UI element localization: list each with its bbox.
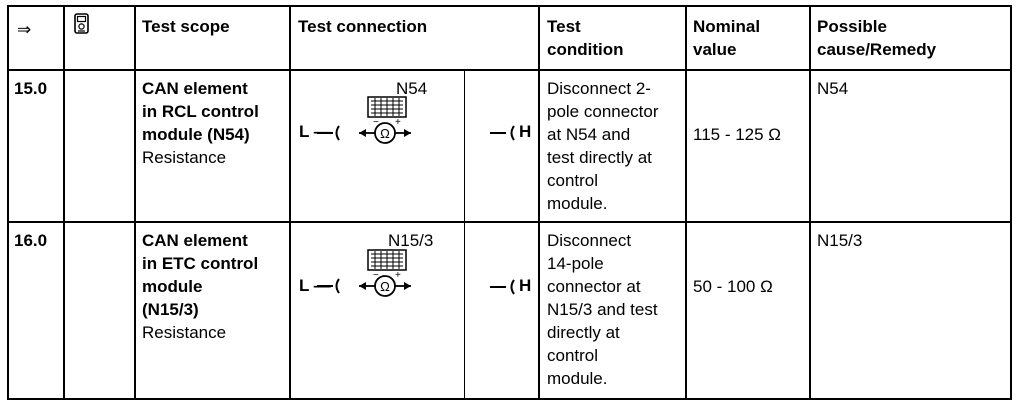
row-scope-line: module — [142, 277, 203, 296]
row-scope-line: (N15/3) — [142, 300, 199, 319]
col-divider — [63, 5, 65, 400]
header-nominal-2: value — [693, 40, 737, 59]
cable-end-icon — [490, 125, 515, 141]
header-arrow: ⇒ — [17, 20, 32, 39]
row-scope-line: CAN element — [142, 79, 248, 98]
terminal-high: H — [519, 276, 532, 295]
svg-text:Ω: Ω — [380, 126, 390, 141]
row-step: 15.0 — [14, 79, 48, 98]
svg-text:Ω: Ω — [380, 279, 390, 294]
condition-line: module. — [547, 194, 608, 213]
connector-label: N54 — [396, 79, 428, 98]
terminal-low: L — — [299, 276, 331, 295]
col-divider — [289, 5, 291, 400]
row-step: 16.0 — [14, 231, 48, 250]
condition-line: directly at — [547, 323, 620, 342]
condition-line: test directly at — [547, 148, 652, 167]
terminal-high: H — [519, 122, 532, 141]
header-test-scope: Test scope — [142, 17, 230, 36]
svg-text:+: + — [395, 270, 401, 281]
header-test-condition-2: condition — [547, 40, 624, 59]
condition-line: N15/3 and test — [547, 300, 658, 319]
row-scope-measure: Resistance — [142, 148, 227, 167]
header-nominal-1: Nominal — [693, 17, 761, 36]
condition-line: 14-pole — [547, 254, 604, 273]
row-scope-line: in ETC control — [142, 254, 259, 273]
svg-text:−: − — [373, 117, 379, 128]
ohmmeter-icon: Ω − + — [317, 96, 411, 144]
col-divider — [685, 5, 687, 400]
condition-line: pole connector — [547, 102, 659, 121]
col-divider — [538, 5, 540, 400]
row-scope-line: in RCL control — [142, 102, 259, 121]
row-scope-measure: Resistance — [142, 323, 227, 342]
meter-icon — [74, 13, 89, 34]
cable-end-icon — [490, 279, 515, 295]
condition-line: at N54 and — [547, 125, 631, 144]
col-divider — [134, 5, 136, 400]
nominal-value: 50 - 100 Ω — [693, 277, 773, 296]
condition-line: control — [547, 171, 599, 190]
remedy-text: N15/3 — [817, 231, 863, 250]
test-table — [7, 5, 1012, 400]
row-scope-line: module (N54) — [142, 125, 250, 144]
row-scope-line: CAN element — [142, 231, 248, 250]
remedy-text: N54 — [817, 79, 849, 98]
header-test-condition-1: Test — [547, 17, 581, 36]
svg-text:−: − — [373, 270, 379, 281]
header-divider — [7, 69, 1012, 71]
header-remedy-1: Possible — [817, 17, 887, 36]
col-divider — [809, 5, 811, 400]
connector-label: N15/3 — [388, 231, 434, 250]
row-divider — [7, 221, 1012, 223]
connection-subdivider — [464, 70, 465, 400]
nominal-value: 115 - 125 Ω — [693, 125, 782, 144]
condition-line: module. — [547, 369, 608, 388]
condition-line: Disconnect — [547, 231, 632, 250]
condition-line: Disconnect 2- — [547, 79, 651, 98]
ohmmeter-icon: Ω − + — [317, 249, 411, 297]
terminal-low: L — — [299, 122, 331, 141]
condition-line: control — [547, 346, 599, 365]
header-remedy-2: cause/Remedy — [817, 40, 937, 59]
header-test-connection: Test connection — [298, 17, 428, 36]
condition-line: connector at — [547, 277, 641, 296]
svg-text:+: + — [395, 117, 401, 128]
